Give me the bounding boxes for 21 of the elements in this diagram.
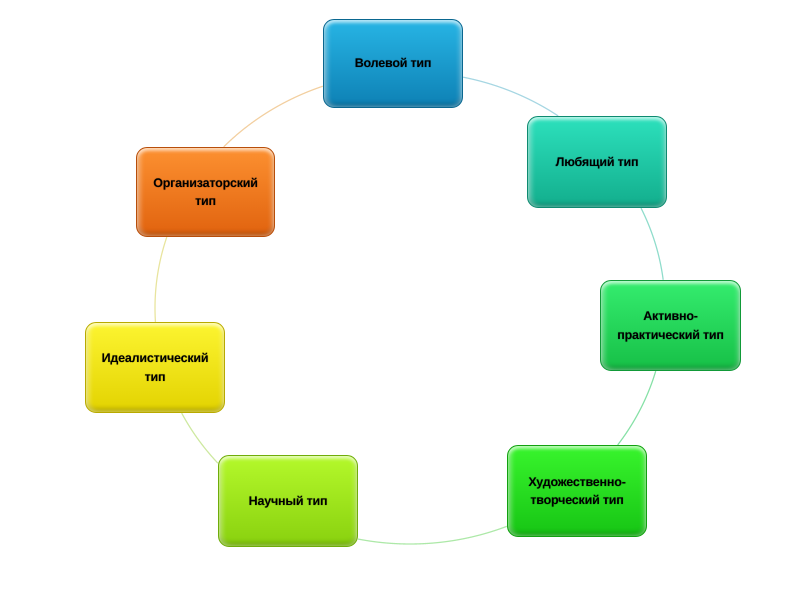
- connector-arc: [358, 526, 508, 545]
- connector-arc: [181, 412, 218, 464]
- connector-arc: [154, 236, 168, 322]
- type-label: Научный тип: [248, 492, 328, 510]
- type-label: Волевой тип: [354, 55, 432, 72]
- type-box: [85, 322, 225, 413]
- connector-arc: [640, 208, 664, 280]
- type-label: Активно-практический тип: [616, 308, 725, 344]
- type-box: [218, 455, 358, 547]
- connector-arc: [462, 76, 559, 116]
- type-label: Художественно-творческий тип: [527, 474, 627, 509]
- connector-arc: [223, 86, 324, 148]
- type-box: [527, 116, 667, 208]
- type-label: Любящий тип: [556, 154, 638, 171]
- type-box: [507, 445, 647, 537]
- type-box: [136, 147, 275, 237]
- type-label: Организаторский тип: [152, 174, 259, 210]
- type-box: [323, 19, 463, 108]
- type-label: Идеалистический тип: [100, 350, 210, 386]
- connector-arc: [617, 370, 656, 446]
- type-box: [600, 280, 741, 371]
